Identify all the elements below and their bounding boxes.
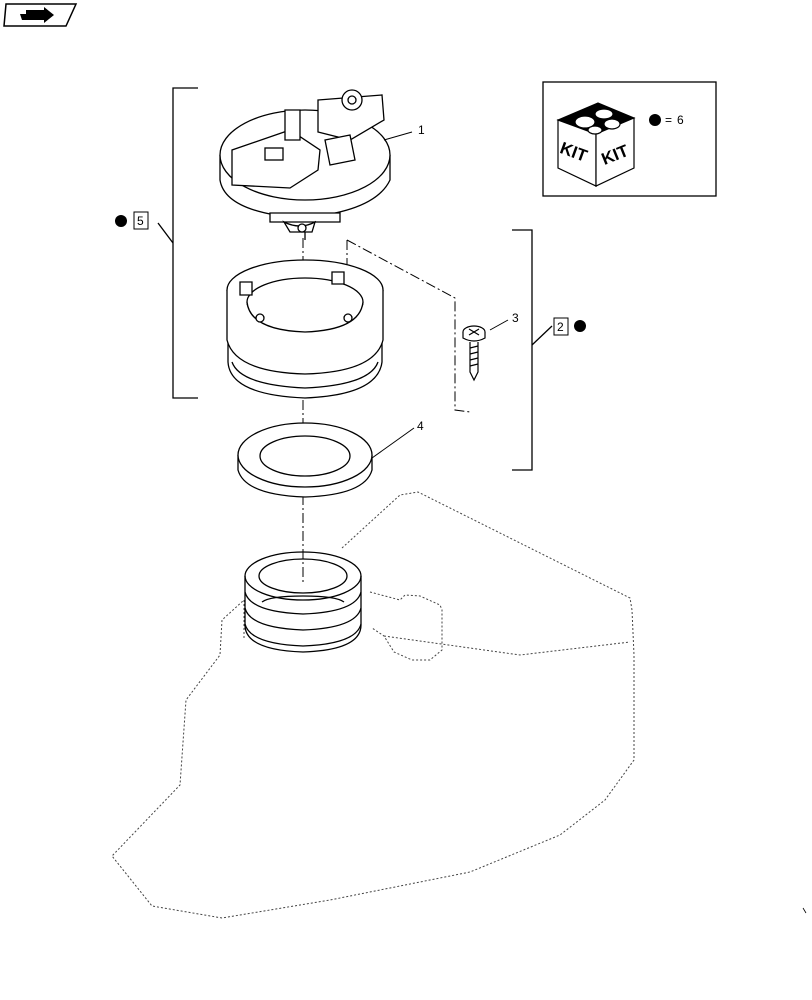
callout-kit-part-2: 2: [553, 317, 586, 336]
callout-part-4: 4: [417, 419, 424, 433]
kit-box-icon: [556, 102, 636, 187]
assembly-bracket-2: [512, 229, 553, 471]
callout-part-6: 6: [677, 113, 684, 127]
callout-part-5: 5: [137, 214, 144, 228]
neck-adapter-part: [226, 259, 384, 399]
gasket-part: [237, 422, 373, 498]
kit-bullet-icon: [649, 114, 661, 126]
kit-bullet-icon: [115, 215, 127, 227]
callout-part-1: 1: [418, 123, 425, 137]
screw-part: [462, 325, 486, 382]
arrow-nav-icon[interactable]: [3, 3, 78, 27]
fuel-cap-part: [219, 89, 391, 240]
assembly-bracket-5: [157, 87, 198, 399]
callout-kit-part-5: 5: [115, 211, 149, 230]
corner-mark: [802, 907, 807, 914]
kit-legend: KIT KIT = 6: [542, 81, 717, 197]
leader-lines: [371, 131, 509, 459]
fuel-tank-outline: [111, 491, 635, 919]
callout-part-2: 2: [557, 320, 564, 334]
callout-part-3: 3: [512, 311, 519, 325]
kit-equals-sign: =: [665, 113, 672, 127]
kit-bullet-icon: [574, 320, 586, 332]
